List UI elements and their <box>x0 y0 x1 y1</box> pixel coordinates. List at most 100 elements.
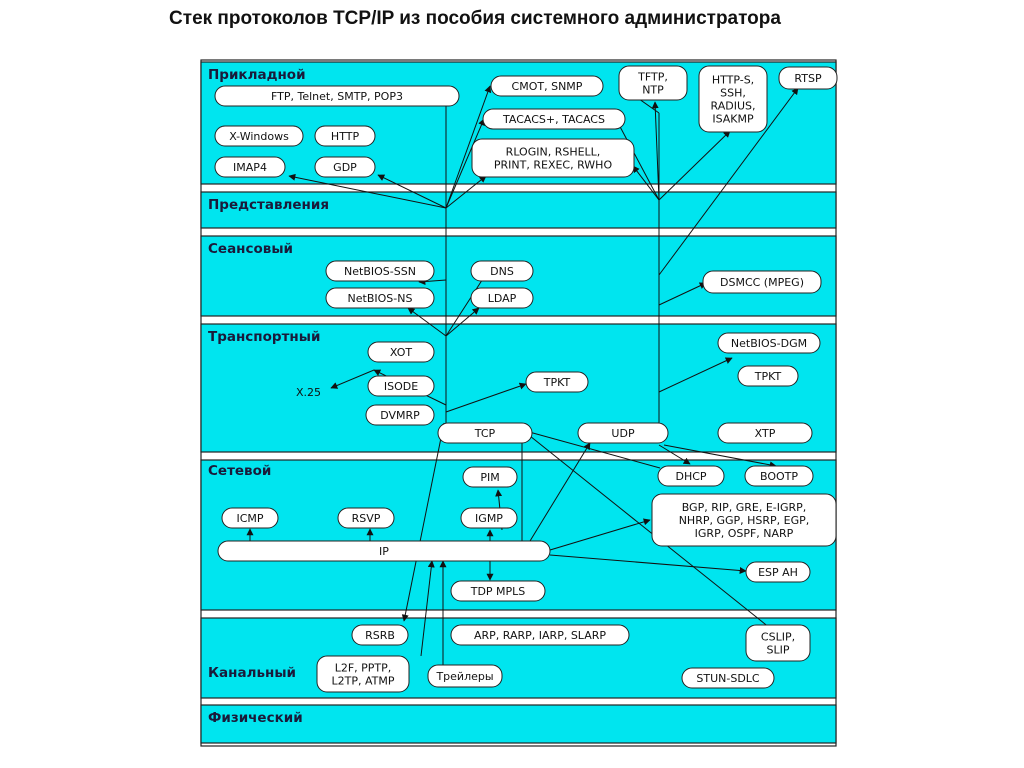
node-label-nbns: NetBIOS-NS <box>348 292 413 305</box>
node-gdp: GDP <box>314 156 376 178</box>
node-label-dsmcc: DSMCC (MPEG) <box>720 276 804 289</box>
connector-line <box>288 173 447 209</box>
node-rtsp: RTSP <box>778 66 838 90</box>
node-label-tdp: TDP MPLS <box>470 585 526 598</box>
layer-label-trans: Транспортный <box>208 329 320 345</box>
layer-label-link: Канальный <box>208 665 296 681</box>
connector-line <box>445 175 487 209</box>
node-label-tftp: TFTP, <box>637 71 668 84</box>
node-xtp: XTP <box>717 422 813 444</box>
node-dvmrp: DVMRP <box>365 404 435 426</box>
node-imap: IMAP4 <box>214 156 286 178</box>
layer-band-pres <box>200 191 837 229</box>
node-label-cmot: CMOT, SNMP <box>512 80 583 93</box>
connector-line <box>632 165 660 201</box>
connector-line <box>521 429 661 469</box>
connector-line <box>330 369 375 389</box>
node-tpkt2: TPKT <box>737 365 799 387</box>
connector-line <box>445 85 492 209</box>
connector-line <box>445 118 485 209</box>
node-rsvp: RSVP <box>337 507 395 529</box>
node-label-xtp: XTP <box>755 427 776 440</box>
node-label-rtsp: RTSP <box>794 72 822 85</box>
node-ftp: FTP, Telnet, SMTP, POP3 <box>214 85 460 107</box>
node-label-tftp: NTP <box>642 84 664 97</box>
node-label-gdp: GDP <box>333 161 357 174</box>
connector-line <box>658 87 799 276</box>
node-label-isode: ISODE <box>384 380 418 393</box>
node-nbdgm: NetBIOS-DGM <box>717 332 821 354</box>
node-label-ip: IP <box>379 545 389 558</box>
node-tacacs: TACACS+, TACACS <box>482 108 626 130</box>
connector-line <box>401 422 445 622</box>
node-label-rlogin: PRINT, REXEC, RWHO <box>494 159 613 172</box>
connector-line <box>418 278 447 286</box>
node-label-l2f: L2TP, ATMP <box>332 675 395 688</box>
node-xwin: X-Windows <box>214 125 304 147</box>
node-l2f: L2F, PPTP,L2TP, ATMP <box>316 655 410 693</box>
node-https: HTTP-S,SSH,RADIUS,ISAKMP <box>698 65 768 133</box>
node-label-icmp: ICMP <box>236 512 263 525</box>
node-label-http: HTTP <box>331 130 360 143</box>
label-x25: X.25 <box>296 386 321 399</box>
node-rsrb: RSRB <box>351 624 409 646</box>
node-label-stun: STUN-SDLC <box>696 672 760 685</box>
node-xot: XOT <box>367 341 435 363</box>
node-label-cslip: CSLIP, <box>761 631 795 644</box>
layer-label-sess: Сеансовый <box>208 241 293 257</box>
node-label-ftp: FTP, Telnet, SMTP, POP3 <box>271 90 403 103</box>
layer-label-net: Сетевой <box>208 463 271 479</box>
connector-line <box>651 101 660 201</box>
node-label-pim: PIM <box>480 471 499 484</box>
node-nbns: NetBIOS-NS <box>325 287 435 309</box>
node-label-nbssn: NetBIOS-SSN <box>344 265 416 278</box>
node-label-rlogin: RLOGIN, RSHELL, <box>506 146 601 159</box>
node-label-esp: ESP AH <box>758 566 798 579</box>
node-label-l2f: L2F, PPTP, <box>335 662 392 675</box>
node-arp: ARP, RARP, IARP, SLARP <box>450 624 630 646</box>
node-tftp: TFTP,NTP <box>618 65 688 101</box>
node-label-https: HTTP-S, <box>712 74 754 87</box>
node-label-tacacs: TACACS+, TACACS <box>502 113 605 126</box>
node-label-dns: DNS <box>490 265 514 278</box>
node-pim: PIM <box>462 466 518 488</box>
node-tpkt1: TPKT <box>525 371 589 393</box>
connector-line <box>420 560 435 657</box>
node-label-tcp: TCP <box>474 427 496 440</box>
connector-line <box>445 382 527 413</box>
node-label-xot: XOT <box>390 346 412 359</box>
node-label-imap: IMAP4 <box>233 161 267 174</box>
node-udp: UDP <box>577 422 669 444</box>
node-label-trailers: Трейлеры <box>435 670 493 683</box>
connector-line <box>549 554 747 574</box>
node-label-https: ISAKMP <box>712 113 754 126</box>
node-label-ldap: LDAP <box>488 292 517 305</box>
connector-line <box>529 442 591 542</box>
node-label-bootp: BOOTP <box>760 470 798 483</box>
node-label-tpkt1: TPKT <box>543 376 571 389</box>
connector-line <box>377 174 447 209</box>
layer-band-phys <box>200 704 837 744</box>
node-label-https: SSH, <box>720 87 746 100</box>
connector-line <box>658 130 731 201</box>
connector-line <box>658 282 707 306</box>
node-trailers: Трейлеры <box>427 664 503 688</box>
node-label-rsrb: RSRB <box>365 629 395 642</box>
node-label-xwin: X-Windows <box>229 130 289 143</box>
connector-line <box>658 357 733 393</box>
node-label-bgp: BGP, RIP, GRE, E-IGRP, <box>682 501 807 514</box>
connector-line <box>549 518 651 551</box>
node-label-https: RADIUS, <box>711 100 756 113</box>
node-label-dvmrp: DVMRP <box>380 409 420 422</box>
node-label-bgp: IGRP, OSPF, NARP <box>695 527 794 540</box>
node-label-udp: UDP <box>611 427 635 440</box>
node-dns: DNS <box>470 260 534 282</box>
node-cmot: CMOT, SNMP <box>490 75 604 97</box>
node-label-nbdgm: NetBIOS-DGM <box>731 337 807 350</box>
connector-line <box>445 273 487 337</box>
node-dsmcc: DSMCC (MPEG) <box>702 270 822 294</box>
node-dhcp: DHCP <box>657 465 725 487</box>
layer-label-phys: Физический <box>208 710 303 726</box>
node-http: HTTP <box>314 125 376 147</box>
